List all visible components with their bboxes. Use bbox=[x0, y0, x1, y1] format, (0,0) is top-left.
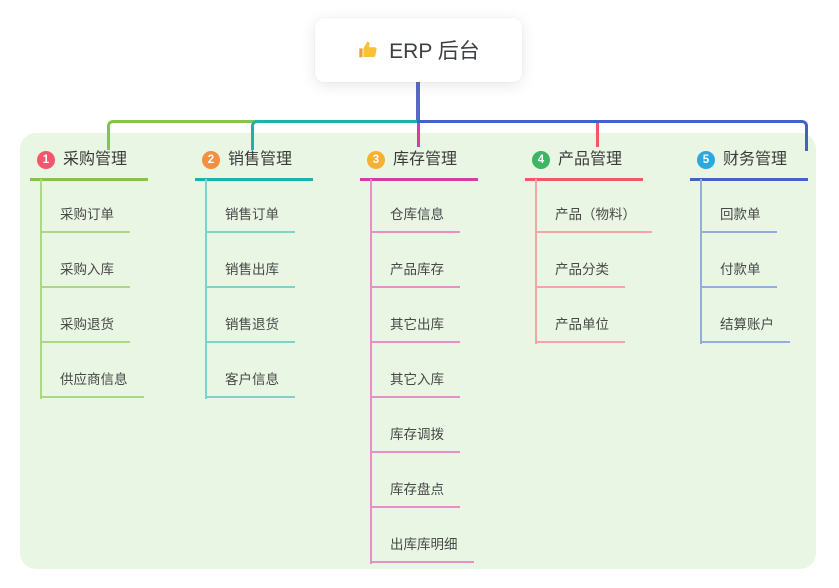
child-node[interactable]: 销售出库 bbox=[205, 260, 295, 288]
branch-header-5[interactable]: 5 财务管理 bbox=[690, 146, 808, 181]
branch-label-5: 财务管理 bbox=[723, 151, 788, 168]
branch-label-3: 库存管理 bbox=[393, 151, 458, 168]
child-node[interactable]: 结算账户 bbox=[700, 315, 790, 343]
child-node[interactable]: 其它入库 bbox=[370, 370, 460, 398]
root-label: ERP 后台 bbox=[389, 40, 480, 63]
thumbs-up-icon bbox=[357, 39, 379, 61]
child-node[interactable]: 仓库信息 bbox=[370, 205, 460, 233]
branch-product: 4 产品管理 产品（物料） 产品分类 产品单位 bbox=[525, 146, 705, 344]
branch-rail-5 bbox=[700, 179, 702, 344]
connector-branch-5 bbox=[417, 120, 808, 151]
child-node[interactable]: 库存调拨 bbox=[370, 425, 460, 453]
connector-root-stem bbox=[416, 82, 420, 123]
child-node[interactable]: 销售退货 bbox=[205, 315, 295, 343]
branch-badge-2: 2 bbox=[202, 151, 220, 169]
branch-badge-1: 1 bbox=[37, 151, 55, 169]
branch-header-2[interactable]: 2 销售管理 bbox=[195, 146, 313, 181]
branch-label-1: 采购管理 bbox=[63, 151, 128, 168]
child-node[interactable]: 采购退货 bbox=[40, 315, 130, 343]
branch-badge-4: 4 bbox=[532, 151, 550, 169]
branch-rail-2 bbox=[205, 179, 207, 399]
child-node[interactable]: 其它出库 bbox=[370, 315, 460, 343]
child-node[interactable]: 产品单位 bbox=[535, 315, 625, 343]
branch-label-4: 产品管理 bbox=[558, 151, 623, 168]
branch-rail-1 bbox=[40, 179, 42, 399]
child-node[interactable]: 产品（物料） bbox=[535, 205, 652, 233]
branch-rail-4 bbox=[535, 179, 537, 344]
branch-label-2: 销售管理 bbox=[228, 151, 293, 168]
child-node[interactable]: 产品分类 bbox=[535, 260, 625, 288]
branch-purchase: 1 采购管理 采购订单 采购入库 采购退货 供应商信息 bbox=[30, 146, 210, 399]
child-node[interactable]: 采购入库 bbox=[40, 260, 130, 288]
connector-branch-1 bbox=[107, 120, 256, 150]
child-node[interactable]: 供应商信息 bbox=[40, 370, 144, 398]
child-node[interactable]: 销售订单 bbox=[205, 205, 295, 233]
connector-branch-4 bbox=[596, 123, 599, 147]
child-node[interactable]: 付款单 bbox=[700, 260, 777, 288]
child-node[interactable]: 出库库明细 bbox=[370, 535, 474, 563]
child-node[interactable]: 客户信息 bbox=[205, 370, 295, 398]
child-node[interactable]: 产品库存 bbox=[370, 260, 460, 288]
branch-inventory: 3 库存管理 仓库信息 产品库存 其它出库 其它入库 库存调拨 库存盘点 出库库… bbox=[360, 146, 540, 564]
branch-badge-3: 3 bbox=[367, 151, 385, 169]
connector-branch-2 bbox=[251, 120, 420, 150]
branch-sales: 2 销售管理 销售订单 销售出库 销售退货 客户信息 bbox=[195, 146, 375, 399]
child-node[interactable]: 采购订单 bbox=[40, 205, 130, 233]
connector-branch-3 bbox=[417, 123, 420, 147]
branch-header-1[interactable]: 1 采购管理 bbox=[30, 146, 148, 181]
child-node[interactable]: 库存盘点 bbox=[370, 480, 460, 508]
branch-badge-5: 5 bbox=[697, 151, 715, 169]
branches-panel bbox=[20, 133, 816, 569]
branch-header-3[interactable]: 3 库存管理 bbox=[360, 146, 478, 181]
branch-rail-3 bbox=[370, 179, 372, 564]
child-node[interactable]: 回款单 bbox=[700, 205, 777, 233]
root-node[interactable]: ERP 后台 bbox=[315, 18, 522, 82]
branch-finance: 5 财务管理 回款单 付款单 结算账户 bbox=[690, 146, 839, 344]
branch-header-4[interactable]: 4 产品管理 bbox=[525, 146, 643, 181]
